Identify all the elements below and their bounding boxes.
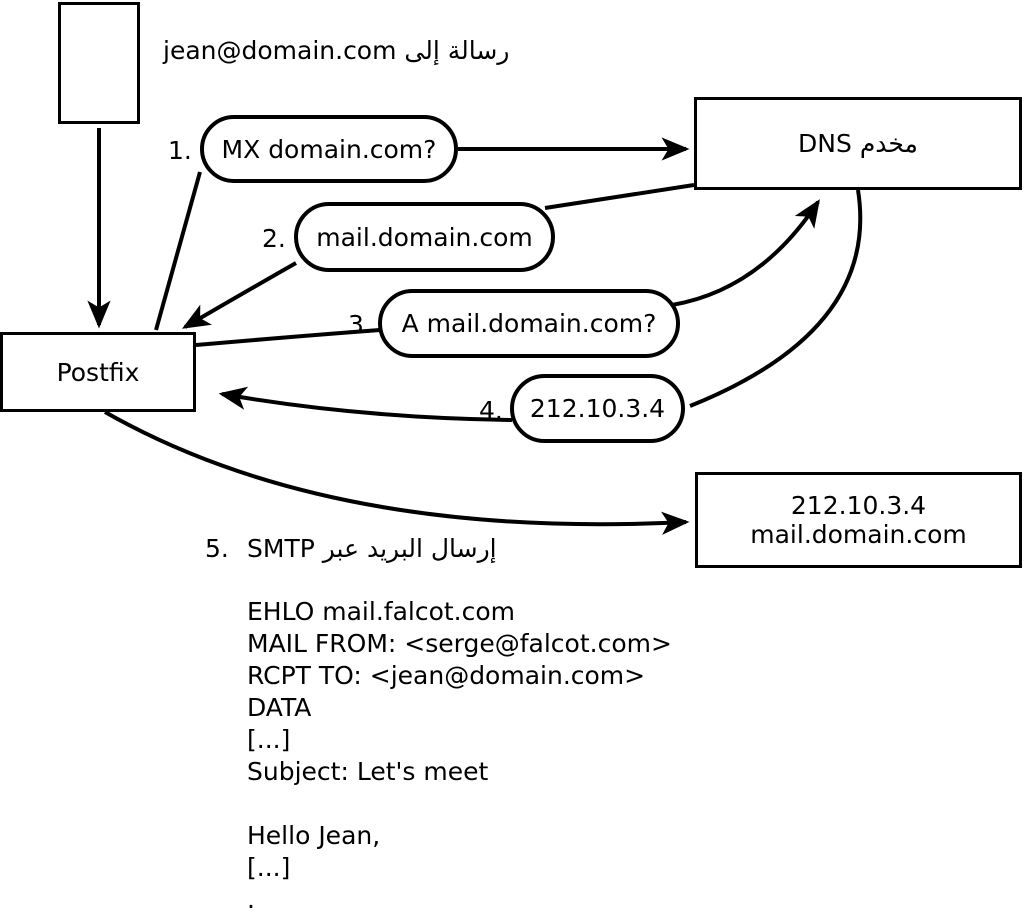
dns-server-node: مخدم DNS: [694, 97, 1022, 190]
step-5-number: 5.: [205, 534, 229, 563]
smtp-transcript: EHLO mail.falcot.com MAIL FROM: <serge@f…: [247, 597, 672, 914]
step-3-number: 3.: [348, 310, 372, 339]
target-server-ip: 212.10.3.4: [790, 491, 927, 520]
step-4-number: 4.: [479, 396, 503, 425]
client-box: [58, 2, 140, 124]
step-2-number: 2.: [262, 224, 286, 253]
connector-dns-to-step2: [544, 183, 695, 210]
step-3-message: A mail.domain.com?: [378, 289, 680, 358]
connector-step3-to-dns: [671, 199, 820, 307]
message-caption: رسالة إلى jean@domain.com: [163, 36, 510, 65]
step-1-message: MX domain.com?: [200, 115, 458, 183]
step-5-message: إرسال البريد عبر SMTP: [247, 534, 497, 563]
step-2-message: mail.domain.com: [294, 202, 555, 272]
target-mail-server-node: 212.10.3.4 mail.domain.com: [695, 472, 1022, 568]
connector-step4-to-postfix: [218, 386, 513, 422]
step-4-message: 212.10.3.4: [510, 374, 685, 443]
target-server-hostname: mail.domain.com: [750, 520, 967, 549]
connector-dns-to-step4: [689, 189, 863, 408]
connector-step2-to-postfix: [181, 261, 297, 329]
step-1-number: 1.: [168, 136, 192, 165]
postfix-node: Postfix: [0, 332, 196, 412]
connector-postfix-to-step1: [154, 171, 202, 331]
